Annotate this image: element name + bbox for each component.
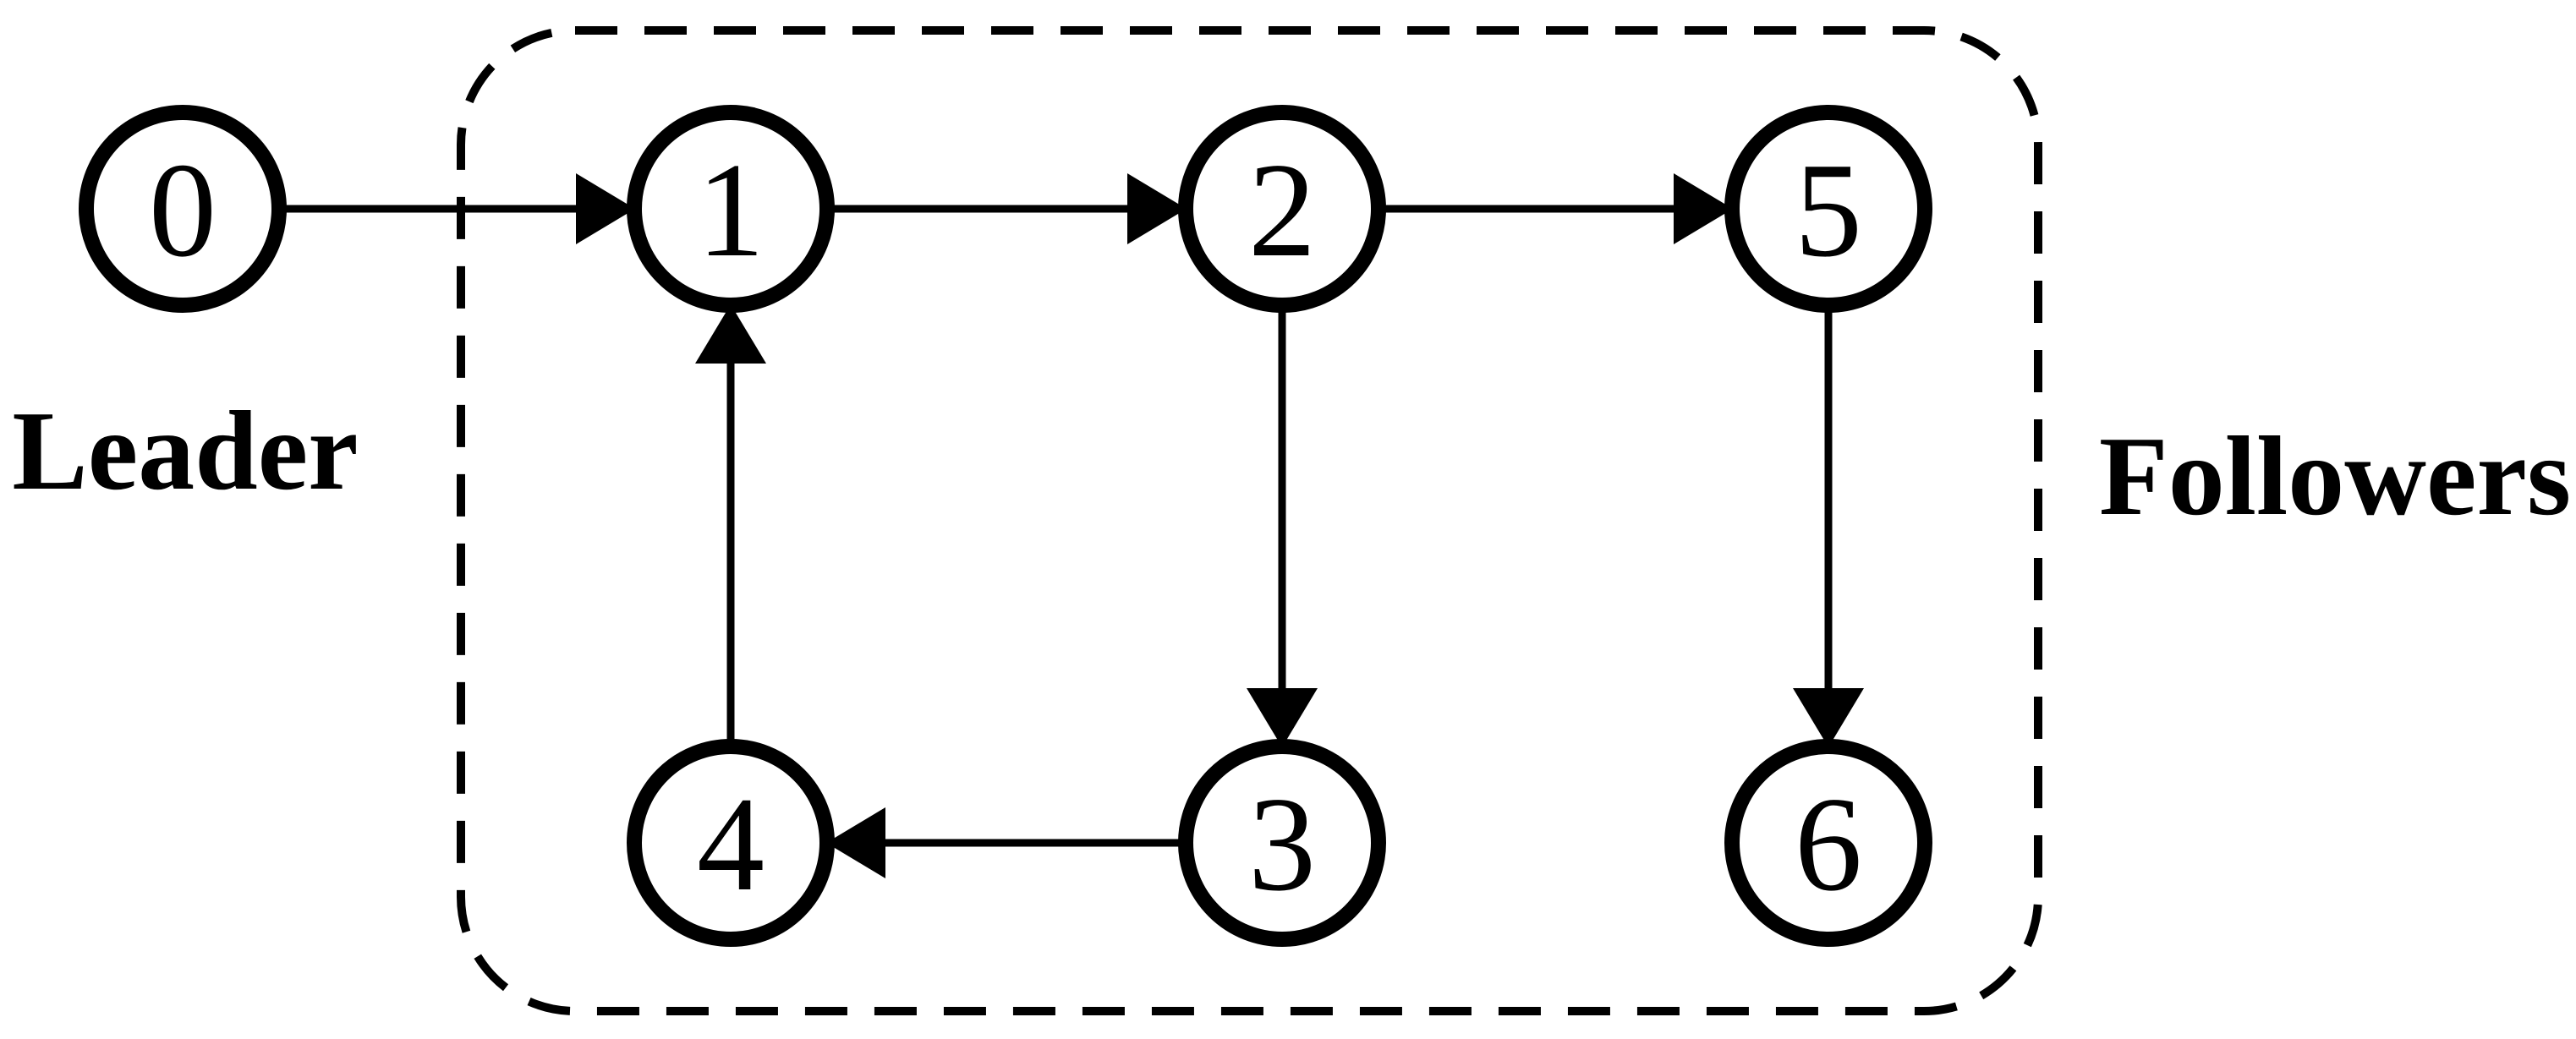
node-label-3: 3 [1248,768,1316,919]
node-label-6: 6 [1795,768,1862,919]
followers-box-layer [457,26,2042,1015]
node-label-0: 0 [149,134,216,285]
node-circle-2 [1178,105,1386,313]
node-6-follower: 6 [1724,739,1932,947]
node-label-4: 4 [697,768,765,919]
node-2-follower: 2 [1178,105,1386,313]
followers-group-box [457,26,2042,1015]
leader-label: Leader [12,388,358,513]
followers-label: Followers [2099,413,2571,539]
nodes-layer: 0 1 2 5 4 3 6 [79,105,1932,947]
node-circle-0 [79,105,287,313]
node-label-1: 1 [697,134,765,285]
node-circle-6 [1724,739,1932,947]
node-label-2: 2 [1248,134,1316,285]
node-4-follower: 4 [627,739,835,947]
node-5-follower: 5 [1724,105,1932,313]
node-1-follower: 1 [627,105,835,313]
node-0-leader: 0 [79,105,287,313]
node-circle-3 [1178,739,1386,947]
edges-layer [279,173,1864,878]
node-3-follower: 3 [1178,739,1386,947]
node-circle-5 [1724,105,1932,313]
node-circle-1 [627,105,835,313]
node-circle-4 [627,739,835,947]
node-label-5: 5 [1795,134,1862,285]
